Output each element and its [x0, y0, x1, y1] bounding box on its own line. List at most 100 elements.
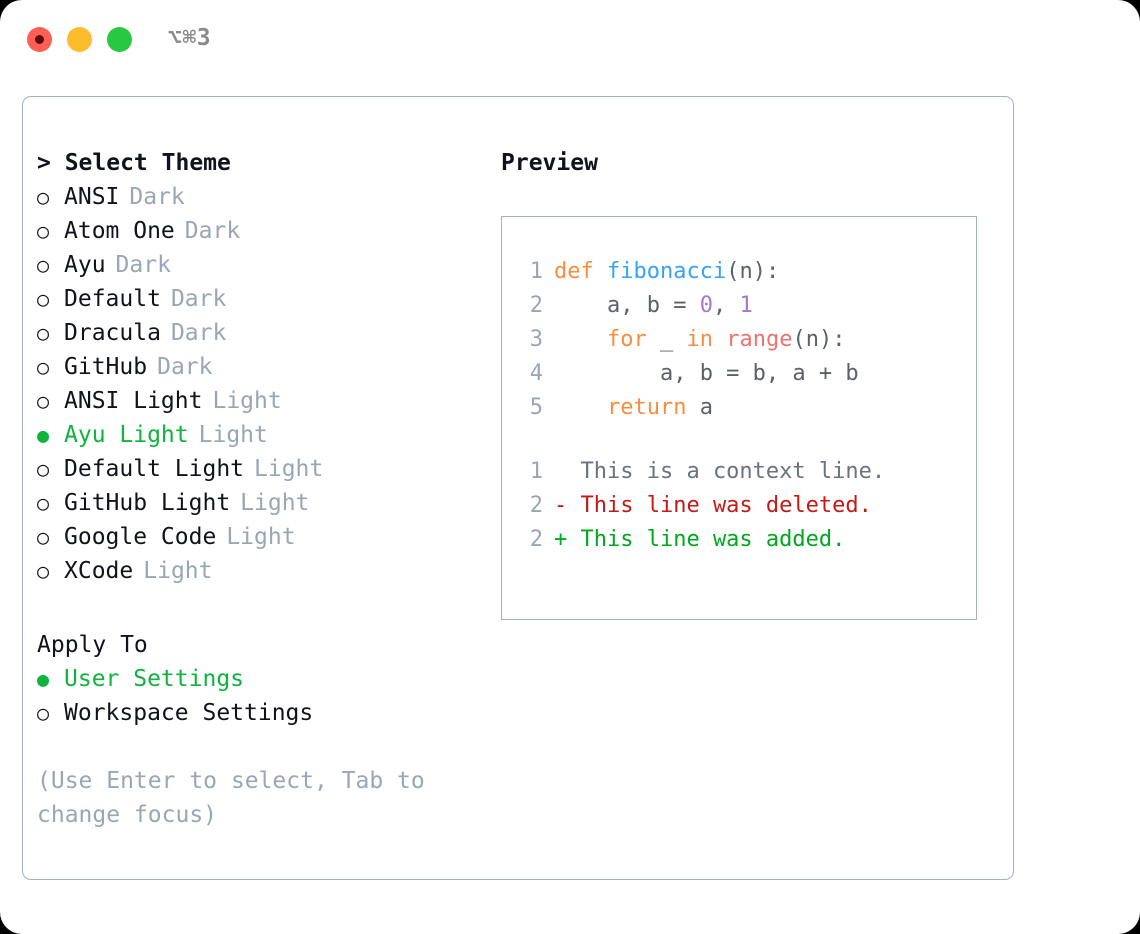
- apply-to-option-label: Workspace Settings: [64, 700, 314, 726]
- code-token: ,: [712, 293, 740, 318]
- code-token: in: [686, 327, 713, 352]
- theme-option-name: ANSI Light: [64, 388, 203, 414]
- code-token: [594, 259, 607, 284]
- code-token: [554, 395, 607, 420]
- diff-line-text: + This line was added.: [554, 527, 846, 552]
- code-token: a, b = b, a + b: [554, 361, 859, 386]
- diff-line-number: 1: [529, 459, 543, 484]
- code-token: fibonacci: [607, 259, 727, 284]
- diff-line-number: 2: [529, 527, 543, 552]
- diff-line: 2 - This line was deleted.: [502, 489, 976, 523]
- code-token: _: [646, 327, 687, 352]
- theme-option-variant-tag: Dark: [129, 184, 185, 210]
- code-diff-gap: [502, 425, 976, 455]
- apply-to-list[interactable]: ● User Settings ○Workspace Settings: [37, 662, 477, 730]
- apply-to-option-label: User Settings: [64, 666, 245, 692]
- theme-option-name: GitHub Light: [64, 490, 231, 516]
- theme-option-variant-tag: Dark: [184, 218, 241, 244]
- diff-line-text: This is a context line.: [554, 459, 886, 484]
- code-line-number: 2: [529, 293, 543, 318]
- radio-unselected-icon: ○: [37, 525, 50, 549]
- code-line-text: def fibonacci(n):: [543, 255, 779, 289]
- keyboard-hint: (Use Enter to select, Tab to change focu…: [37, 768, 439, 828]
- theme-option-variant-tag: Light: [254, 456, 324, 482]
- code-line: 4 a, b = b, a + b: [502, 357, 976, 391]
- close-button[interactable]: [27, 27, 52, 52]
- hint-spacer: [37, 730, 477, 764]
- preview-title: Preview: [501, 150, 598, 176]
- theme-option-name: Dracula: [64, 320, 161, 346]
- code-token: a: [686, 395, 713, 420]
- code-token: [713, 327, 726, 352]
- apply-to-option[interactable]: ● User Settings: [37, 662, 477, 696]
- code-token: return: [606, 395, 687, 420]
- code-line-number: 3: [529, 327, 543, 352]
- code-line-number: 5: [529, 395, 543, 420]
- apply-to-option[interactable]: ○Workspace Settings: [37, 696, 477, 730]
- theme-option-name: Google Code: [64, 524, 217, 550]
- minimize-button[interactable]: [67, 27, 92, 52]
- diff-line-number: 2: [529, 493, 543, 518]
- radio-unselected-icon: ○: [37, 389, 50, 413]
- theme-option-variant-tag: Light: [143, 558, 213, 584]
- apply-to-label: Apply To: [37, 632, 148, 658]
- title-bar: ⌥⌘3: [0, 0, 1140, 78]
- code-line: 5 return a: [502, 391, 976, 425]
- code-token: for: [606, 327, 647, 352]
- theme-option-name: Ayu Light: [64, 422, 189, 448]
- diff-line-text: - This line was deleted.: [554, 493, 872, 518]
- radio-selected-icon: ●: [37, 667, 50, 691]
- theme-option-name: Ayu: [64, 252, 106, 278]
- code-line-text: return a: [543, 391, 713, 425]
- theme-option-variant-tag: Light: [226, 524, 296, 550]
- theme-option[interactable]: ○ Default Dark: [37, 282, 477, 316]
- radio-unselected-icon: ○: [37, 287, 50, 311]
- zoom-button[interactable]: [107, 27, 132, 52]
- radio-selected-icon: ●: [37, 423, 50, 447]
- code-token: 0: [699, 293, 713, 318]
- diff-sample: 1 This is a context line. 2 - This line wa…: [502, 455, 976, 557]
- theme-option[interactable]: ○ Google Code Light: [37, 520, 477, 554]
- code-line-text: a, b = b, a + b: [543, 357, 859, 391]
- code-line-text: a, b = 0, 1: [543, 289, 753, 323]
- radio-unselected-icon: ○: [37, 185, 50, 209]
- theme-option-name: Default: [64, 286, 161, 312]
- code-line-number: 1: [529, 259, 543, 284]
- diff-line: 1 This is a context line.: [502, 455, 976, 489]
- code-line: 2 a, b = 0, 1: [502, 289, 976, 323]
- theme-option-name: GitHub: [64, 354, 148, 380]
- code-token: a, b =: [554, 293, 700, 318]
- theme-option[interactable]: ○ ANSI Light Light: [37, 384, 477, 418]
- code-token: 1: [739, 293, 753, 318]
- code-token: (n):: [726, 259, 780, 284]
- theme-option-variant-tag: Dark: [170, 286, 227, 312]
- code-token: [554, 327, 607, 352]
- theme-option[interactable]: ○ Atom One Dark: [37, 214, 477, 248]
- code-token: def: [554, 259, 594, 284]
- theme-option-variant-tag: Dark: [115, 252, 171, 278]
- radio-unselected-icon: ○: [37, 219, 50, 243]
- theme-option-name: XCode: [64, 558, 134, 584]
- theme-option-name: Atom One: [64, 218, 175, 244]
- theme-option-variant-tag: Light: [212, 388, 282, 414]
- code-line: 3 for _ in range(n):: [502, 323, 976, 357]
- theme-option-name: Default Light: [64, 456, 245, 482]
- radio-unselected-icon: ○: [37, 355, 50, 379]
- theme-option-variant-tag: Dark: [170, 320, 227, 346]
- recording-indicator-icon: [35, 35, 44, 44]
